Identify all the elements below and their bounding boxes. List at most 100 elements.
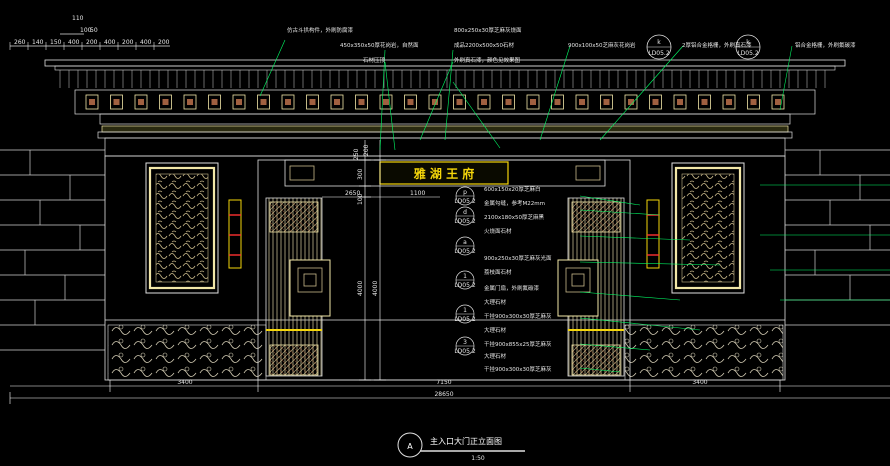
top-dimension-label: 110 [72,15,84,22]
svg-text:大理石材: 大理石材 [484,352,507,360]
top-dimension-label: 200 [122,39,134,46]
bracket-block [379,94,393,110]
bracket-inlay [113,99,120,105]
bracket-inlay [334,99,340,105]
svg-text:荔枝面石材: 荔枝面石材 [484,268,512,276]
bracket-inlay [677,99,683,105]
gate-frame [257,159,631,381]
svg-text:a: a [463,239,467,246]
bracket-block [110,94,123,110]
dim-left-w: 2650 [345,190,360,197]
svg-text:p: p [463,189,467,196]
bracket-block [159,94,172,110]
bracket-block [85,94,99,110]
title-text: 主入口大门正立面图 [430,436,502,446]
background-wall [0,149,890,351]
dim-bottom-overall: 28650 [434,391,453,398]
bracket-inlay [138,99,144,105]
svg-text:LD05.2: LD05.2 [454,316,476,323]
bracket-block [232,94,246,110]
bracket-inlay [505,99,512,105]
left-door-leaf [265,197,331,377]
bracket-block [428,94,442,110]
top-dimension-label: 140 [32,39,44,46]
svg-text:LD05.2: LD05.2 [648,50,670,57]
bracket-inlay [260,99,267,105]
bracket-block [134,94,148,110]
svg-text:3: 3 [463,339,467,346]
bracket-inlay [554,99,561,105]
lower-carving-panels [107,324,784,381]
svg-text:1: 1 [463,307,467,314]
top-dimension-label: 200 [86,39,98,46]
bracket-block [257,94,270,110]
title-scale: 1:50 [471,455,485,462]
bracket-block [747,94,760,110]
bracket-inlay [383,99,389,105]
bracket-inlay [432,99,438,105]
note-top-8: 铝合金格栅，外刷氟碳漆 [795,41,856,49]
bracket-inlay [750,99,757,105]
svg-text:干挂900x300x30厚芝麻灰: 干挂900x300x30厚芝麻灰 [484,365,552,373]
top-dimension-label: 200 [158,39,170,46]
top-dimension-label: 100 [80,27,92,34]
title-marker: A [407,442,413,451]
svg-text:600x150x20厚芝麻白: 600x150x20厚芝麻白 [484,185,541,193]
side-tag-5: 3 LD05.2 [454,336,476,356]
note-top-2: 800x250x30厚芝麻灰烧面 [454,26,522,34]
bracket-inlay [530,99,536,105]
svg-text:900x250x30厚芝麻灰光面: 900x250x30厚芝麻灰光面 [484,254,552,262]
dim-bottom-center: 7150 [436,379,451,386]
bracket-inlay [603,99,610,105]
side-tag-3: 1 LD05.2 [454,270,476,290]
svg-text:LD05.2: LD05.2 [454,248,476,255]
bracket-block [624,94,638,110]
bracket-inlay [726,99,732,105]
bracket-block [208,94,221,110]
top-dimension-label: 400 [140,39,152,46]
bracket-inlay [579,99,585,105]
bracket-inlay [775,99,781,105]
note-top-0: 仿古斗拱构件，外刷防腐漆 [287,26,354,34]
bracket-inlay [89,99,95,105]
dim-opening-w: 1100 [410,190,425,197]
bracket-inlay [701,99,708,105]
dim-sign-h: 300 [357,168,364,180]
bottom-dimension-lines [9,380,890,404]
annotation-leaders [259,39,890,373]
right-door-leaf [557,197,625,377]
bracket-block [477,94,491,110]
svg-text:LD05.2: LD05.2 [454,218,476,225]
top-dimension-label: 400 [68,39,80,46]
svg-text:LD05.2: LD05.2 [454,282,476,289]
side-tag-4: 1 LD05.2 [454,304,476,324]
svg-text:干挂900x300x30厚芝麻灰: 干挂900x300x30厚芝麻灰 [484,312,552,320]
bracket-block [551,94,564,110]
top-dimension-label: 260 [14,39,26,46]
bracket-block [600,94,613,110]
bracket-inlay [309,99,316,105]
note-top-7: 2厚铝合金格栅，外刷真石漆 [682,41,752,49]
svg-text:2100x180x50厚芝麻黑: 2100x180x50厚芝麻黑 [484,213,545,221]
bracket-block [306,94,319,110]
bracket-inlay [407,99,414,105]
bracket-block [404,94,417,110]
bracket-block [649,94,662,110]
svg-text:LD05.2: LD05.2 [454,348,476,355]
svg-text:1: 1 [463,273,467,280]
center-dimension-lines [322,140,440,381]
svg-text:金属门扇，外刷氟碳漆: 金属门扇，外刷氟碳漆 [484,284,540,292]
bracket-inlay [236,99,242,105]
svg-text:d: d [463,209,467,216]
callout-bubble-k-2: k LD05.2 [735,34,761,60]
bracket-block [722,94,736,110]
left-lattice-window [145,162,219,294]
side-tag-1: d LD05.2 [454,206,476,226]
roof-eave [44,59,846,157]
bracket-inlay [481,99,487,105]
bracket-block [771,94,785,110]
right-lattice-window [671,162,745,294]
bracket-inlay [652,99,659,105]
